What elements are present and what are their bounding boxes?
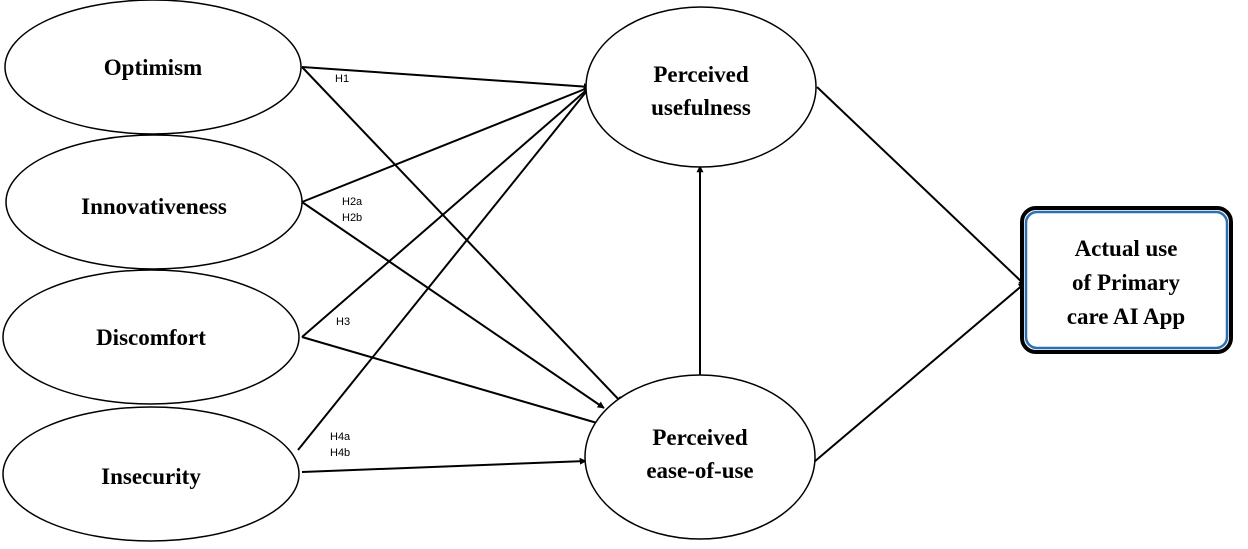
label-h2a: H2a	[342, 196, 363, 208]
edge-insecurity-usefulness	[297, 86, 591, 451]
edge-discomfort-usefulness	[301, 86, 591, 338]
node-label-actual-3: care AI App	[1067, 304, 1185, 329]
node-label-insecurity: Insecurity	[101, 464, 201, 489]
edge-usefulness-actual	[816, 86, 1026, 286]
edge-ease-actual	[813, 282, 1026, 463]
edge-insecurity-ease	[301, 457, 587, 473]
edge-optimism-ease	[301, 66, 623, 404]
edges	[297, 66, 1026, 473]
hypothesis-labels: H1 H2a H2b H3 H4a H4b	[330, 73, 363, 459]
label-h1: H1	[335, 73, 349, 85]
edge-optimism-usefulness	[301, 66, 591, 91]
node-label-innovativeness: Innovativeness	[81, 194, 227, 219]
edge-discomfort-ease	[301, 336, 605, 427]
node-perceived-ease-of-use: Perceived ease-of-use	[584, 374, 816, 540]
node-label-ease-1: Perceived	[652, 425, 748, 450]
node-optimism: Optimism	[4, 0, 302, 135]
node-label-optimism: Optimism	[104, 55, 202, 80]
node-label-discomfort: Discomfort	[96, 325, 206, 350]
node-innovativeness: Innovativeness	[5, 134, 303, 270]
node-label-ease-2: ease-of-use	[646, 458, 753, 483]
label-h4a: H4a	[330, 431, 351, 443]
node-label-actual-1: Actual use	[1075, 236, 1178, 261]
label-h4b: H4b	[330, 447, 350, 459]
edge-innovativeness-ease	[301, 201, 605, 409]
node-actual-use: Actual use of Primary care AI App	[1020, 206, 1233, 354]
node-discomfort: Discomfort	[2, 269, 300, 405]
edge-innovativeness-usefulness	[301, 86, 591, 203]
label-h3: H3	[336, 316, 350, 328]
node-label-usefulness-2: usefulness	[651, 95, 751, 120]
label-h2b: H2b	[342, 212, 362, 224]
node-label-usefulness-1: Perceived	[653, 62, 749, 87]
node-label-actual-2: of Primary	[1072, 270, 1180, 295]
node-perceived-usefulness: Perceived usefulness	[585, 6, 817, 168]
node-insecurity: Insecurity	[2, 406, 300, 542]
